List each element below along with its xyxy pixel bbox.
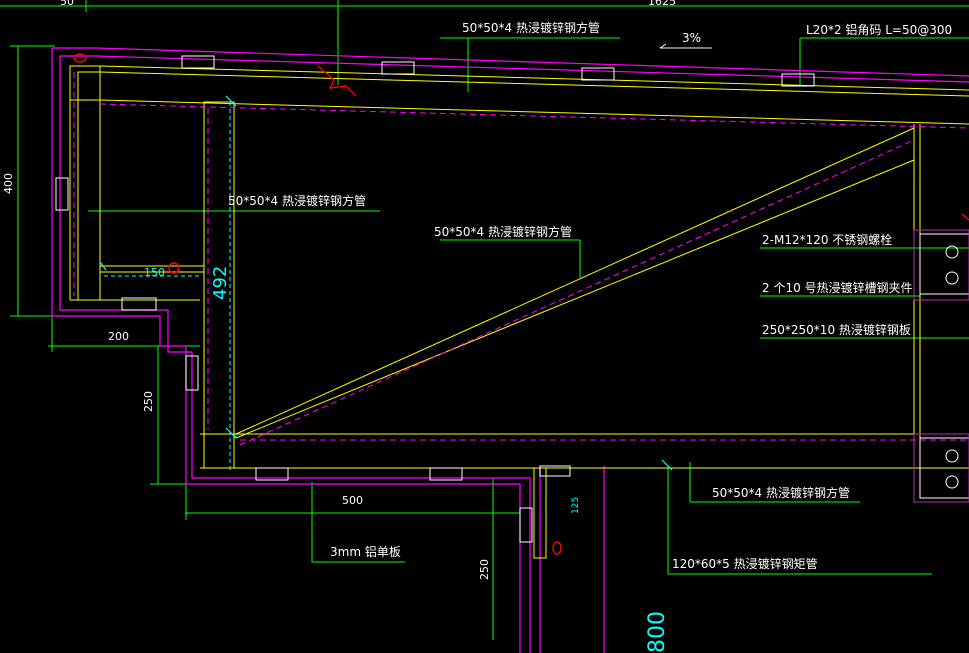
- dim-width-200: 200: [108, 330, 129, 343]
- label-plate: 250*250*10 热浸镀锌钢板: [762, 323, 911, 337]
- label-top-tube: 50*50*4 热浸镀锌钢方管: [462, 20, 600, 35]
- dim-inner-150: 150: [144, 266, 165, 279]
- steel-frame: [69, 65, 969, 559]
- center-lines: [104, 102, 237, 470]
- label-rect-tube: 120*60*5 热浸镀锌钢矩管: [672, 556, 818, 571]
- hidden-lines: [73, 72, 969, 446]
- label-bolts: 2-M12*120 不锈钢螺栓: [762, 232, 892, 247]
- slope-arrow: [659, 43, 712, 49]
- label-channel: 2 个10 号热浸镀锌槽钢夹件: [762, 281, 913, 295]
- label-slope: 3%: [682, 31, 701, 45]
- dim-height-250b: 250: [478, 559, 491, 580]
- dim-height-250a: 250: [142, 391, 155, 412]
- label-bottom-tube: 50*50*4 热浸镀锌钢方管: [712, 485, 850, 500]
- aluminum-brackets: [55, 55, 815, 543]
- label-diag-tube: 50*50*4 热浸镀锌钢方管: [434, 224, 572, 239]
- dim-height-400: 400: [2, 173, 15, 194]
- label-al-panel: 3mm 铝单板: [330, 544, 401, 559]
- sealant-marks: [73, 53, 969, 555]
- dim-width-500: 500: [342, 494, 363, 507]
- dimension-ticks: [99, 95, 673, 471]
- dim-inner-492: 492: [210, 266, 231, 300]
- plate-outline: [913, 229, 969, 503]
- dim-inner-125: 125: [571, 497, 581, 514]
- dim-top-left: 50: [60, 0, 74, 8]
- connection-plates: [919, 233, 969, 499]
- label-angle-code: L20*2 铝角码 L=50@300: [806, 22, 952, 37]
- aluminum-cladding: [51, 47, 969, 653]
- dim-bottom-right: 800: [645, 611, 670, 653]
- dim-top-width: 1625: [648, 0, 676, 8]
- label-left-tube: 50*50*4 热浸镀锌钢方管: [228, 193, 366, 208]
